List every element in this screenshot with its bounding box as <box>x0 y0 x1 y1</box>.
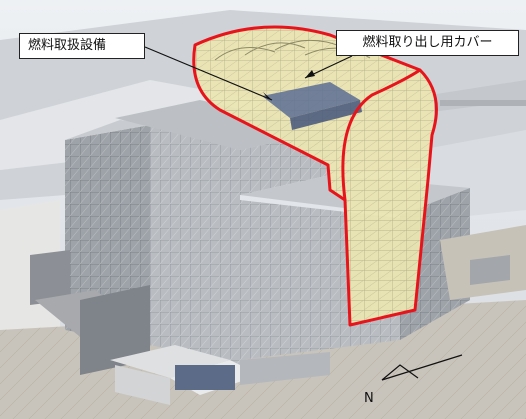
north-arrow-icon <box>381 354 463 381</box>
fuel-handling-equipment-label: 燃料取扱設備 <box>19 33 145 59</box>
fuel-removal-cover-label: 燃料取り出し用カバー <box>336 30 519 56</box>
callout-leader-left <box>144 46 273 101</box>
north-label: N <box>364 391 374 406</box>
